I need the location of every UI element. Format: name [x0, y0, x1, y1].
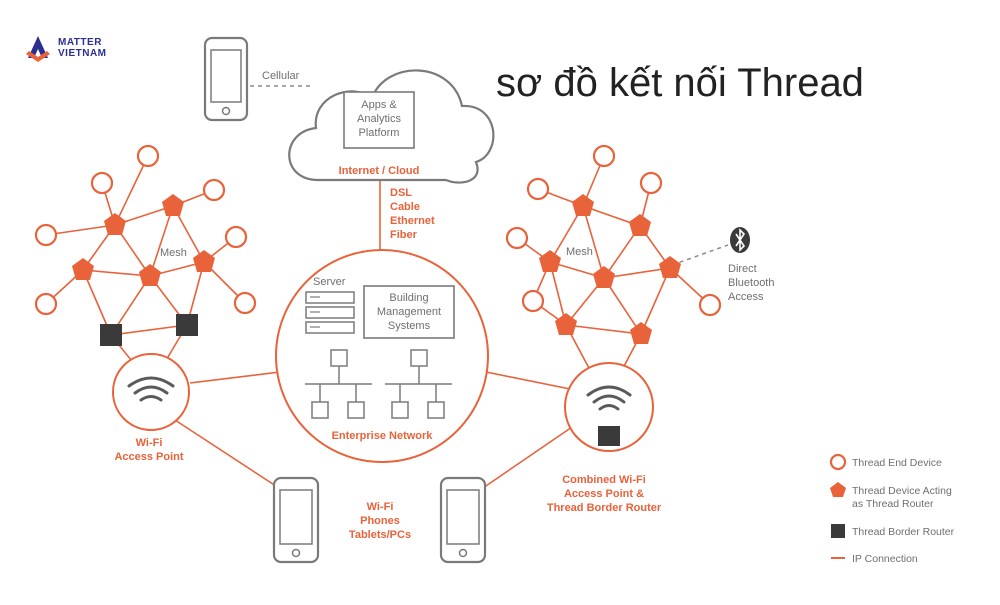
thread-border-router [598, 426, 620, 446]
left-end-devices [34, 144, 257, 316]
uplink-line-2: Cable [390, 201, 420, 213]
thread-border-router [176, 314, 198, 336]
server-label: Server [313, 276, 346, 288]
phones-line-1: Wi-Fi [367, 501, 394, 513]
thread-router [593, 266, 615, 288]
thread-router [555, 313, 577, 335]
page-title: sơ đồ kết nối Thread [496, 61, 864, 105]
enterprise-network: Server Building Management Systems [275, 249, 489, 463]
phone-icon [203, 36, 249, 122]
cellular-label: Cellular [262, 70, 300, 82]
wifi-icon [586, 385, 632, 411]
wifi-access-point: Wi-Fi Access Point [112, 353, 190, 463]
thread-router [104, 213, 126, 235]
bluetooth-label-line-1: Direct [728, 263, 757, 275]
logo-line-1: MATTER [58, 37, 102, 48]
platform-line-2: Analytics [357, 113, 402, 125]
uplink-line-3: Ethernet [390, 215, 435, 227]
cellular-phone [203, 36, 249, 122]
combined-line-2: Access Point & [564, 488, 644, 500]
legend-border-router: Thread Border Router [852, 526, 955, 538]
bms-line-3: Systems [388, 320, 431, 332]
thread-end-device [698, 293, 722, 317]
enterprise-label: Enterprise Network [332, 430, 434, 442]
bluetooth-link [671, 244, 729, 266]
thread-router [539, 250, 561, 272]
thread-end-device [233, 291, 257, 315]
phones-line-3: Tablets/PCs [349, 529, 411, 541]
left-mesh: Mesh [34, 144, 257, 346]
left-routers [72, 194, 215, 286]
legend-ip-connection: IP Connection [852, 553, 918, 565]
bluetooth-label-line-3: Access [728, 291, 764, 303]
phones-line-2: Phones [360, 515, 400, 527]
combined-line-3: Thread Border Router [547, 502, 662, 514]
phone-icon [439, 476, 487, 564]
combined-line-1: Combined Wi-Fi [562, 474, 646, 486]
thread-end-device [34, 292, 58, 316]
thread-end-device [639, 171, 663, 195]
bluetooth-icon [730, 227, 750, 253]
uplink-line-1: DSL [390, 187, 412, 199]
bms-box [363, 285, 455, 339]
thread-end-device [202, 178, 226, 202]
lan-right [385, 349, 452, 419]
bluetooth-label-line-2: Bluetooth [728, 277, 774, 289]
right-end-devices [505, 144, 722, 317]
uplink-line-4: Fiber [390, 229, 418, 241]
platform-line-3: Platform [359, 127, 400, 139]
thread-end-device [505, 226, 529, 250]
right-routers [539, 194, 681, 344]
legend-router-line-1: Thread Device Acting [852, 485, 952, 497]
thread-router [630, 322, 652, 344]
thread-router [72, 258, 94, 280]
legend-border-router-swatch [831, 524, 845, 538]
bluetooth: Direct Bluetooth Access [728, 227, 774, 303]
internet-cloud: Apps & Analytics Platform Internet / Clo… [288, 69, 495, 184]
right-mesh: Mesh [505, 144, 729, 344]
thread-router [193, 250, 215, 272]
cloud-label: Internet / Cloud [339, 165, 420, 177]
wifi-icon [127, 376, 175, 402]
legend: Thread End Device Thread Device Acting a… [829, 453, 955, 565]
legend-end-device-swatch [829, 453, 847, 471]
thread-router [572, 194, 594, 216]
wifi-phone-left [272, 476, 320, 564]
wifi-phone-right [439, 476, 487, 564]
platform-line-1: Apps & [361, 99, 397, 111]
combined-access-point: Combined Wi-Fi Access Point & Thread Bor… [547, 362, 662, 514]
thread-router [162, 194, 184, 216]
thread-end-device [526, 177, 550, 201]
thread-end-device [224, 225, 248, 249]
wifi-ap-line-1: Wi-Fi [136, 437, 163, 449]
legend-router-line-2: as Thread Router [852, 498, 934, 510]
matter-logo: MATTER VIETNAM [26, 36, 107, 62]
thread-end-device [592, 144, 616, 168]
thread-router [659, 256, 681, 278]
right-mesh-label: Mesh [566, 246, 593, 258]
lan-left [305, 349, 372, 419]
left-mesh-label: Mesh [160, 247, 187, 259]
phones-label: Wi-Fi Phones Tablets/PCs [349, 501, 411, 541]
thread-border-router [100, 324, 122, 346]
legend-end-device: Thread End Device [852, 457, 942, 469]
uplink-types: DSL Cable Ethernet Fiber [390, 187, 435, 241]
thread-end-device [34, 223, 58, 247]
matter-logo-icon [26, 36, 50, 62]
thread-end-device [90, 171, 114, 195]
legend-router-swatch [830, 482, 846, 497]
server-icon [305, 291, 355, 334]
thread-end-device [136, 144, 160, 168]
logo-line-2: VIETNAM [58, 48, 107, 59]
analytics-platform-box [343, 91, 415, 149]
bms-line-1: Building [389, 292, 428, 304]
thread-router [629, 214, 651, 236]
phone-icon [272, 476, 320, 564]
thread-end-device [521, 289, 545, 313]
thread-router [139, 264, 161, 286]
bms-line-2: Management [377, 306, 441, 318]
wifi-ap-line-2: Access Point [114, 451, 183, 463]
